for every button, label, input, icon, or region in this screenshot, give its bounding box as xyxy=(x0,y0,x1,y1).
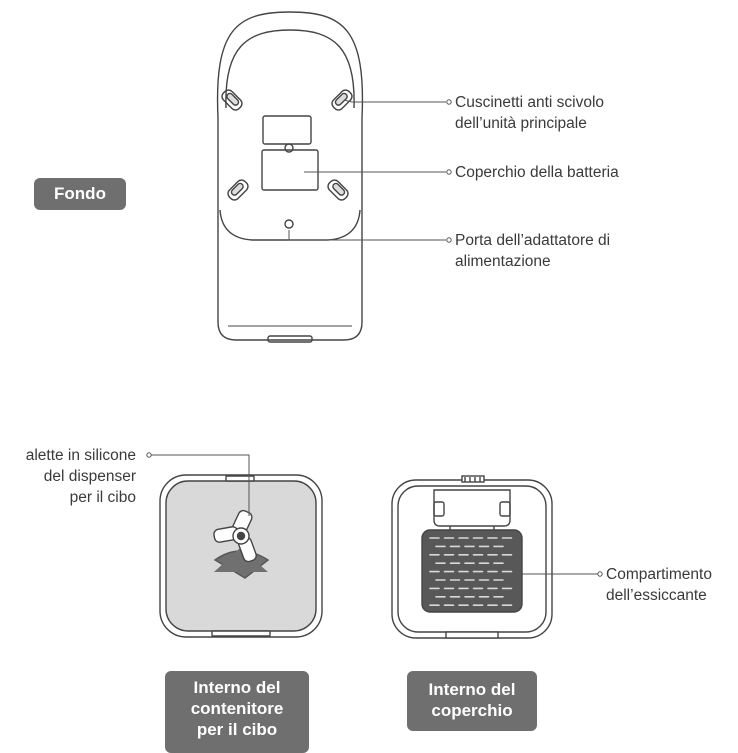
anti-slip-pad xyxy=(331,89,353,111)
section-label-lid-interior: Interno del coperchio xyxy=(407,671,537,731)
anti-slip-pad xyxy=(221,89,243,111)
callout-power-adapter-port: Porta dell’adattatore di alimentazione xyxy=(455,232,611,270)
section-label-bottom: Fondo xyxy=(34,178,126,210)
callout-desiccant-compartment: Compartimento dell’essiccante xyxy=(606,566,712,604)
anti-slip-pad xyxy=(327,179,349,201)
leader-lines-bottom xyxy=(288,99,452,243)
power-port-icon xyxy=(284,219,294,229)
callout-battery-cover: Coperchio della batteria xyxy=(455,164,619,181)
section-label-container-interior: Interno del contenitore per il cibo xyxy=(165,671,309,753)
callout-silicone-paddles: alette in silicone del dispenser per il … xyxy=(25,447,136,506)
food-container-illustration xyxy=(146,452,323,638)
callout-anti-slip-pads: Cuscinetti anti scivolo dell’unità princ… xyxy=(455,94,605,132)
desiccant-compartment-icon xyxy=(421,529,523,613)
lid-interior-illustration xyxy=(391,475,603,639)
feeder-bottom-illustration xyxy=(216,11,364,343)
silicone-paddle-icon xyxy=(213,509,257,563)
anti-slip-pad xyxy=(227,179,249,201)
